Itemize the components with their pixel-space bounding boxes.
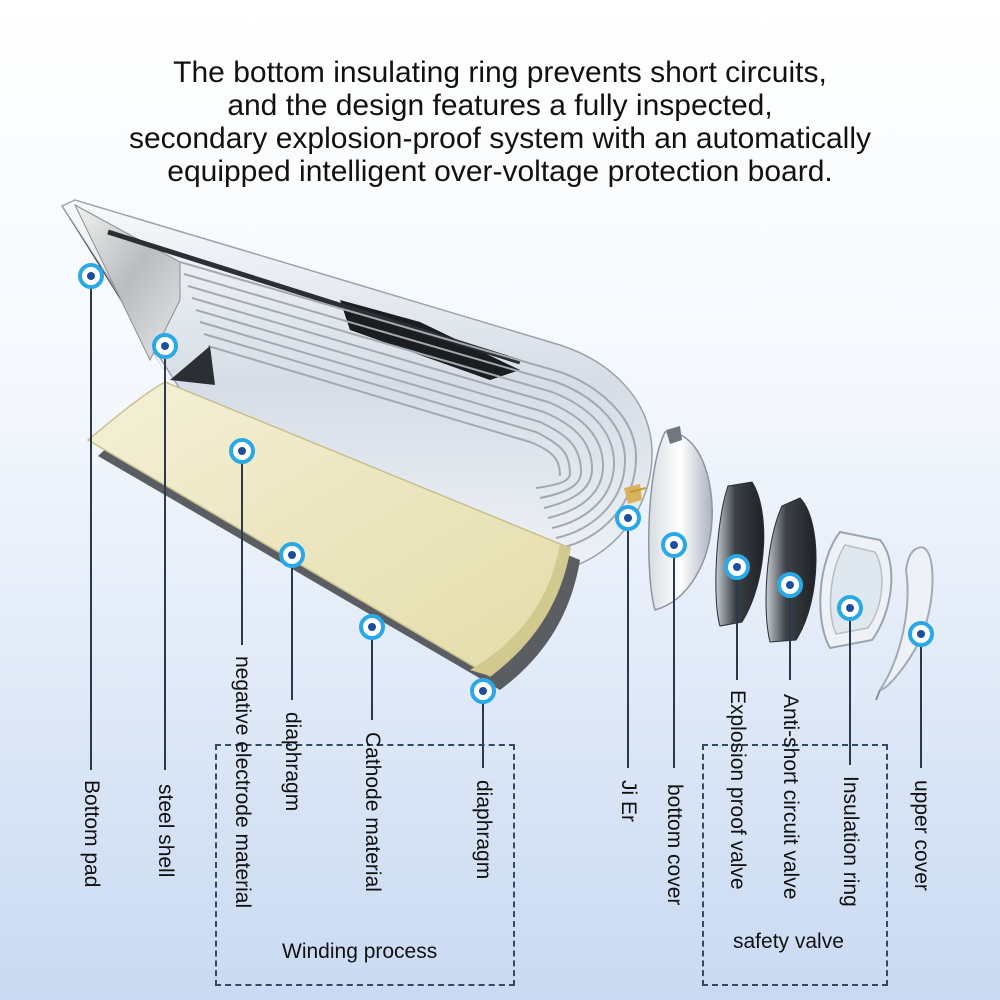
marker-negative-electrode (229, 438, 255, 464)
marker-ji-er (615, 505, 641, 531)
tab-shadow (170, 346, 215, 385)
heading-line-3: secondary explosion-proof system with an… (128, 122, 872, 155)
anti-short-valve-part (765, 497, 817, 643)
marker-bottom-cover (661, 532, 687, 558)
marker-upper-cover (908, 621, 934, 647)
bottom-cover-part (648, 431, 713, 611)
label-upper-cover: upper cover (910, 780, 933, 891)
label-bottom-pad: Bottom pad (80, 780, 103, 888)
electrode-sheet (86, 381, 580, 690)
marker-dots (78, 263, 934, 704)
heading-line-2: and the design features a fully inspecte… (227, 89, 773, 122)
insulation-ring-part (819, 530, 893, 650)
safety-valve-box (702, 744, 888, 986)
explosion-valve-part (715, 481, 765, 627)
marker-diaphragm-1 (279, 542, 305, 568)
leader-lines (90, 280, 922, 770)
marker-anti-short-valve (777, 572, 803, 598)
winding-process-box (215, 744, 515, 986)
winding-process-title: Winding process (282, 940, 438, 963)
upper-cover-part (875, 546, 934, 701)
label-diaphragm-1: diaphragm (281, 712, 304, 812)
ji-er-tab (624, 484, 647, 504)
heading-line-1: The bottom insulating ring prevents shor… (173, 56, 827, 89)
label-diaphragm-2: diaphragm (472, 780, 495, 880)
marker-diaphragm-2 (470, 678, 496, 704)
marker-steel-shell (152, 333, 178, 359)
label-ji-er: Ji Er (617, 780, 640, 822)
label-cathode: Cathode material (361, 732, 384, 892)
marker-cathode (359, 614, 385, 640)
safety-valve-title: safety valve (733, 930, 844, 953)
bottom-cover-tab (666, 426, 682, 444)
marker-explosion-valve (724, 554, 750, 580)
label-bottom-cover: bottom cover (663, 784, 686, 906)
winding-layers (179, 261, 638, 549)
marker-bottom-pad (78, 263, 104, 289)
heading-line-4: equipped intelligent over-voltage protec… (167, 155, 833, 188)
marker-insulation-ring (837, 595, 863, 621)
label-insulation-ring: Insulation ring (839, 776, 862, 907)
label-anti-short-valve: Anti-short circuit valve (779, 694, 802, 900)
label-steel-shell: steel shell (154, 784, 177, 878)
label-negative-electrode: negative electrode material (231, 656, 254, 909)
diagram-heading: The bottom insulating ring prevents shor… (0, 56, 1000, 188)
label-explosion-valve: Explosion proof valve (726, 690, 749, 890)
